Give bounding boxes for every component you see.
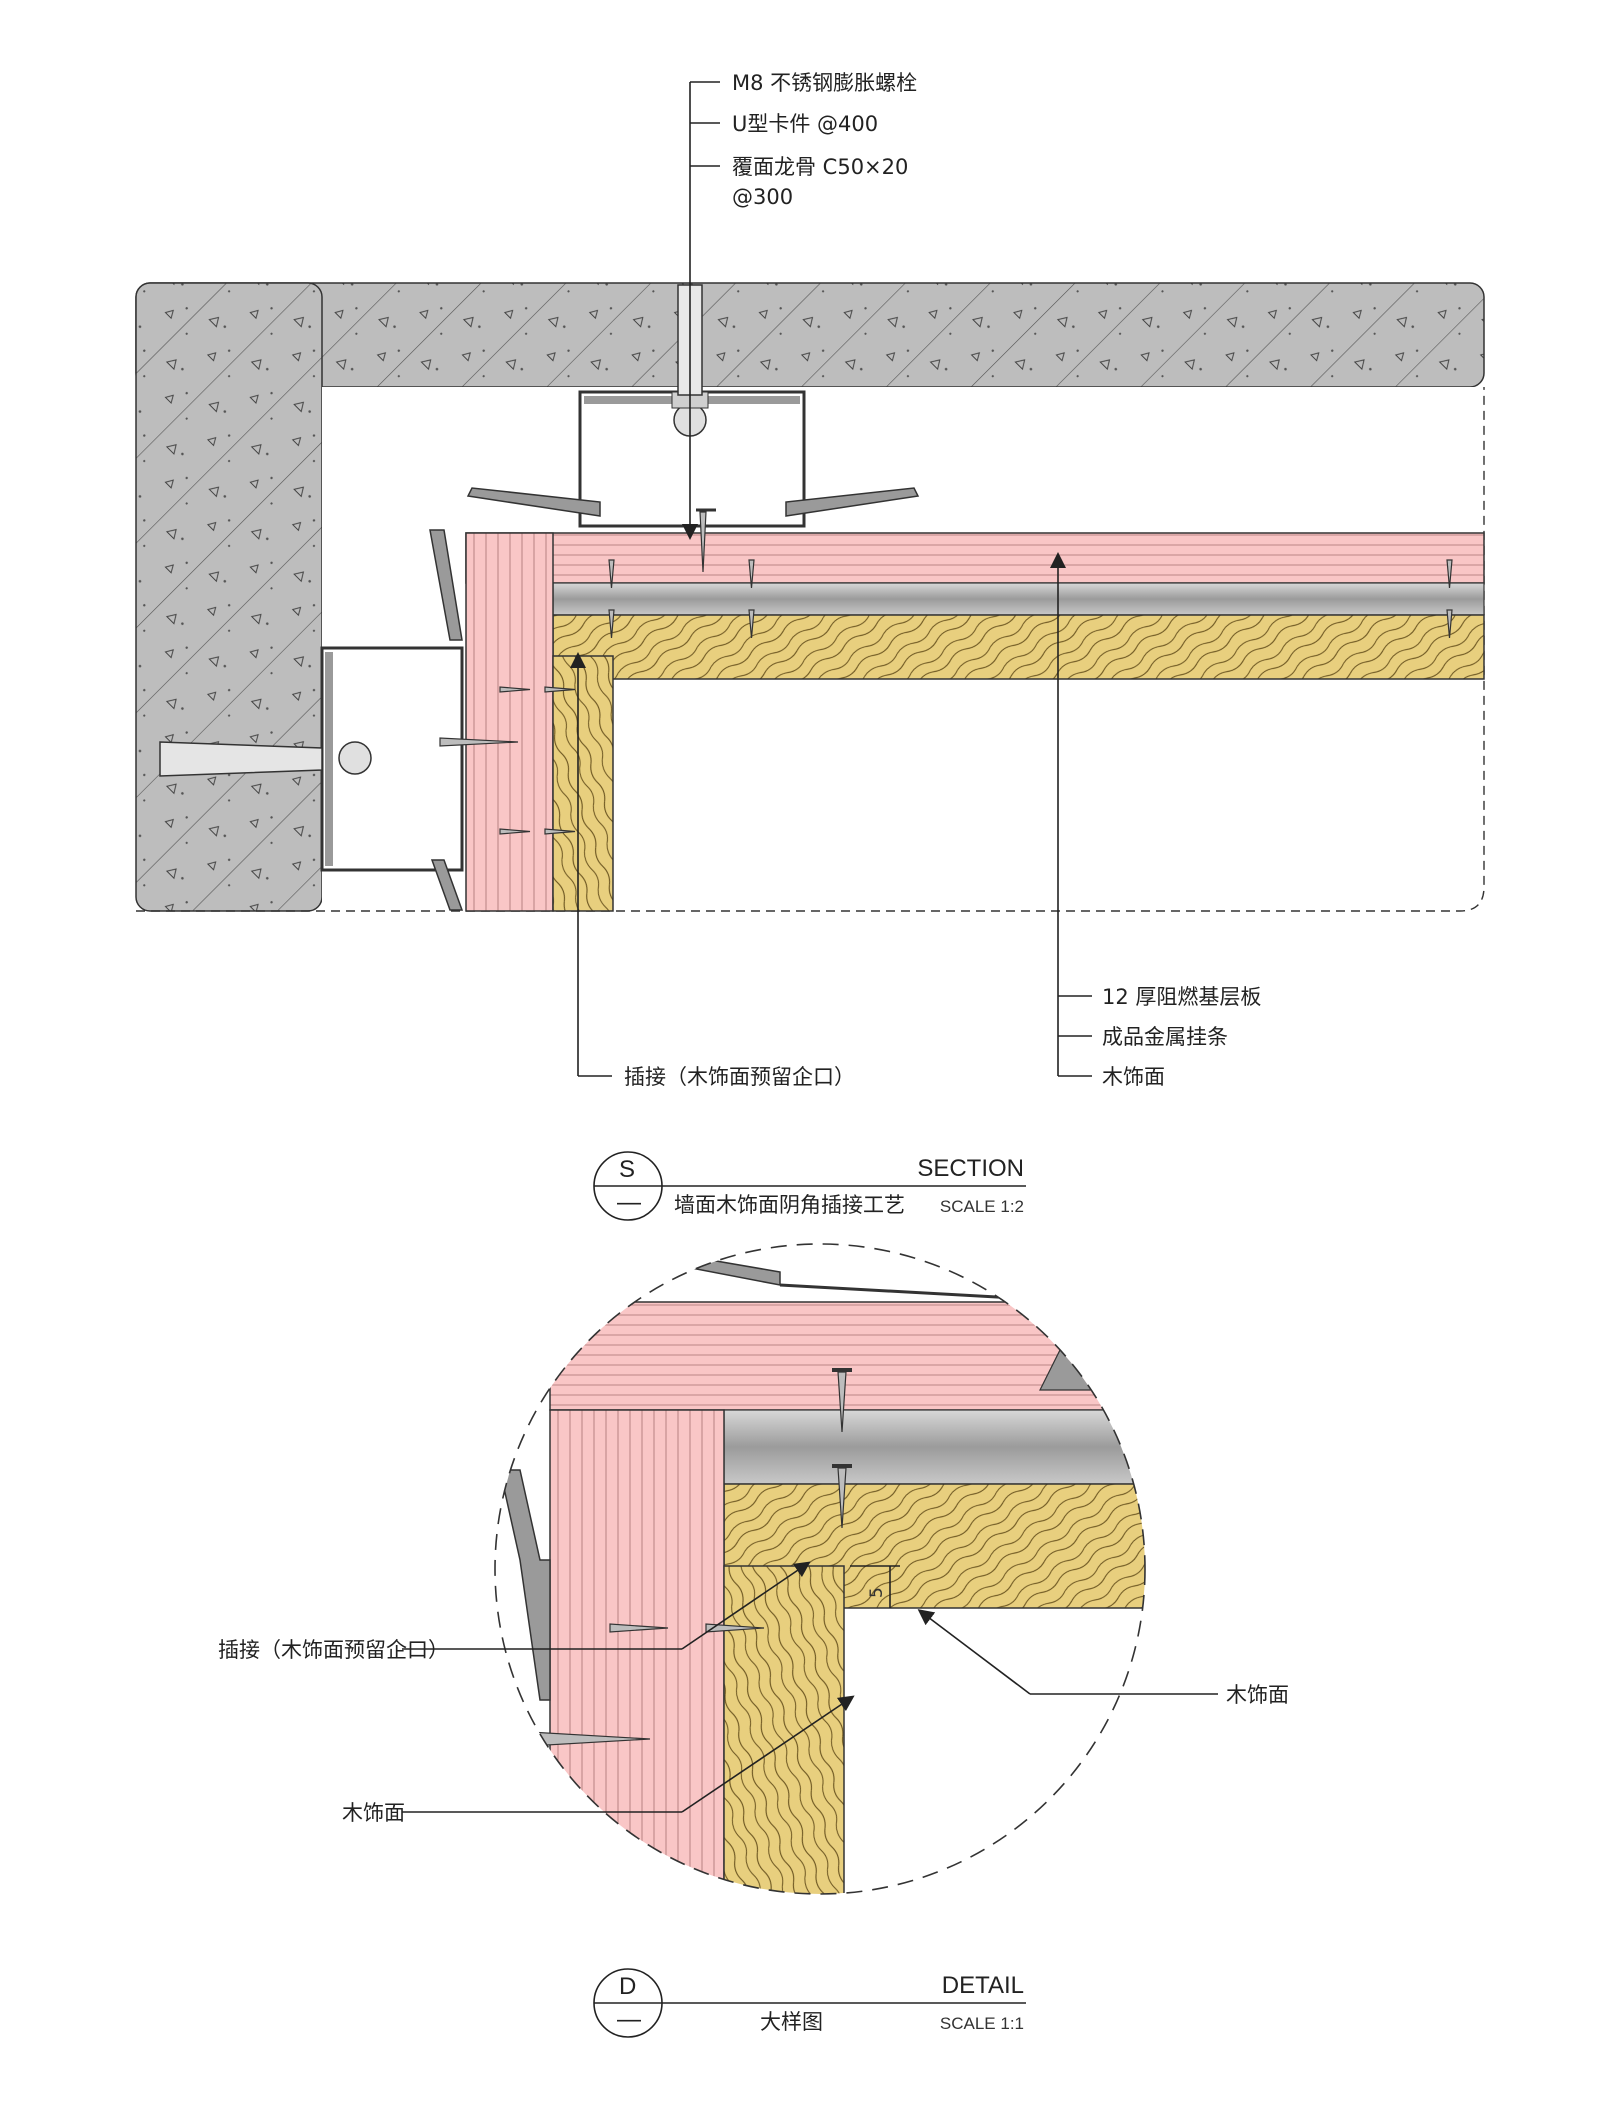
label-wood-veneer: 木饰面 [1102,1065,1165,1089]
detail-label-wood-veneer-left: 木饰面 [342,1801,405,1825]
detail-label-wood-veneer-right: 木饰面 [1226,1683,1289,1707]
section-mark: S [619,1156,635,1183]
section-view: M8 不锈钢膨胀螺栓 U型卡件 @400 覆面龙骨 C50×20 @300 12… [135,71,1485,1221]
wall-wood-veneer [552,655,614,912]
section-mark-sub: — [617,1189,641,1216]
section-title-en: SECTION [917,1155,1024,1182]
detail-title-en: DETAIL [942,1972,1024,1999]
detail-title-block: D — DETAIL 大样图 SCALE 1:1 [593,1968,1026,2038]
detail-metal-strip [723,1409,1145,1485]
screws [439,508,1453,835]
section-title-block: S — SECTION 墙面木饰面阴角插接工艺 SCALE 1:2 [593,1151,1026,1221]
concrete-ceiling [135,282,1485,388]
ceiling-metal-strip [552,582,1485,616]
detail-mark: D [619,1973,636,2000]
concrete-wall [135,282,323,912]
detail-scale: SCALE 1:1 [940,2014,1024,2033]
label-expansion-bolt: M8 不锈钢膨胀螺栓 [732,71,917,95]
label-keel-spacing: @300 [732,185,793,209]
detail-leaders [402,1561,1218,1813]
detail-dimension: 5 [867,1587,887,1598]
detail-ceiling-base-board [549,1301,1145,1411]
wall-base-board [465,532,554,912]
wall-keel [159,529,464,911]
detail-wall-base-board [549,1409,725,1894]
detail-mark-sub: — [617,2006,641,2033]
detail-wall-wood-veneer [723,1565,845,1894]
label-keel: 覆面龙骨 C50×20 [732,155,908,179]
detail-title-cn: 大样图 [760,2010,823,2034]
label-base-board: 12 厚阻燃基层板 [1102,985,1261,1009]
section-title-cn: 墙面木饰面阴角插接工艺 [674,1193,905,1217]
detail-label-insert-joint: 插接（木饰面预留企口） [218,1638,449,1662]
section-scale: SCALE 1:2 [940,1197,1024,1216]
label-metal-strip: 成品金属挂条 [1102,1025,1228,1049]
detail-view: 5 插接（木饰面预留企口） 木饰面 木饰面 D — DETAIL 大样图 SCA… [218,1243,1289,2038]
label-insert-joint: 插接（木饰面预留企口） [624,1065,855,1089]
label-u-clip: U型卡件 @400 [732,112,878,136]
ceiling-base-board [465,532,1485,584]
section-leaders [570,81,1092,1077]
ceiling-wood-veneer [552,614,1485,680]
ceiling-keel [466,284,920,528]
